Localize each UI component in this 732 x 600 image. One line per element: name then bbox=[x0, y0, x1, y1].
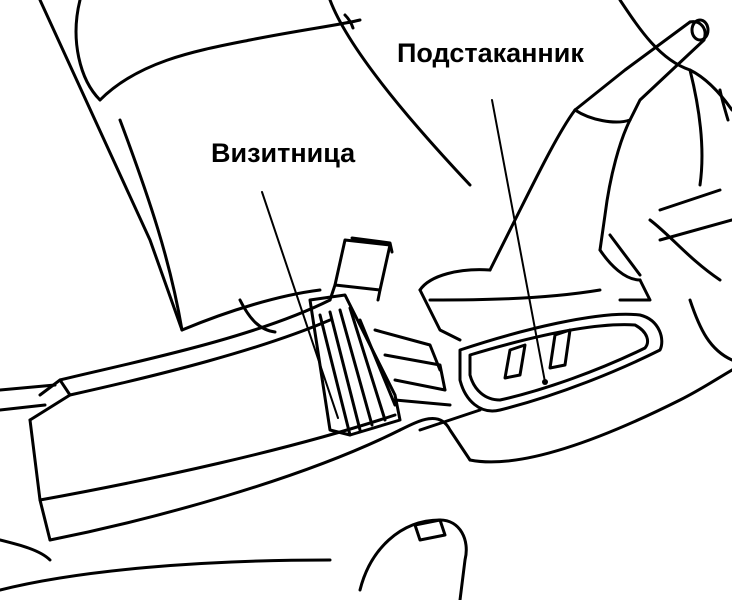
cupholder-leader bbox=[491, 99, 546, 383]
right-seat-outline bbox=[618, 0, 732, 187]
cardholder-leader bbox=[261, 191, 339, 419]
leader-lines bbox=[261, 99, 546, 419]
cardholder-label: Визитница bbox=[211, 138, 356, 168]
lower-trim bbox=[358, 518, 468, 600]
console-body bbox=[0, 298, 732, 592]
cup-holder bbox=[458, 312, 664, 413]
cupholder-label: Подстаканник bbox=[397, 38, 584, 68]
parking-brake-lever bbox=[488, 18, 710, 272]
card-holder-lid bbox=[328, 236, 394, 302]
card-holder bbox=[308, 293, 452, 437]
brake-boot bbox=[418, 233, 652, 342]
seat-outline bbox=[0, 0, 472, 412]
side-panel bbox=[648, 188, 732, 362]
